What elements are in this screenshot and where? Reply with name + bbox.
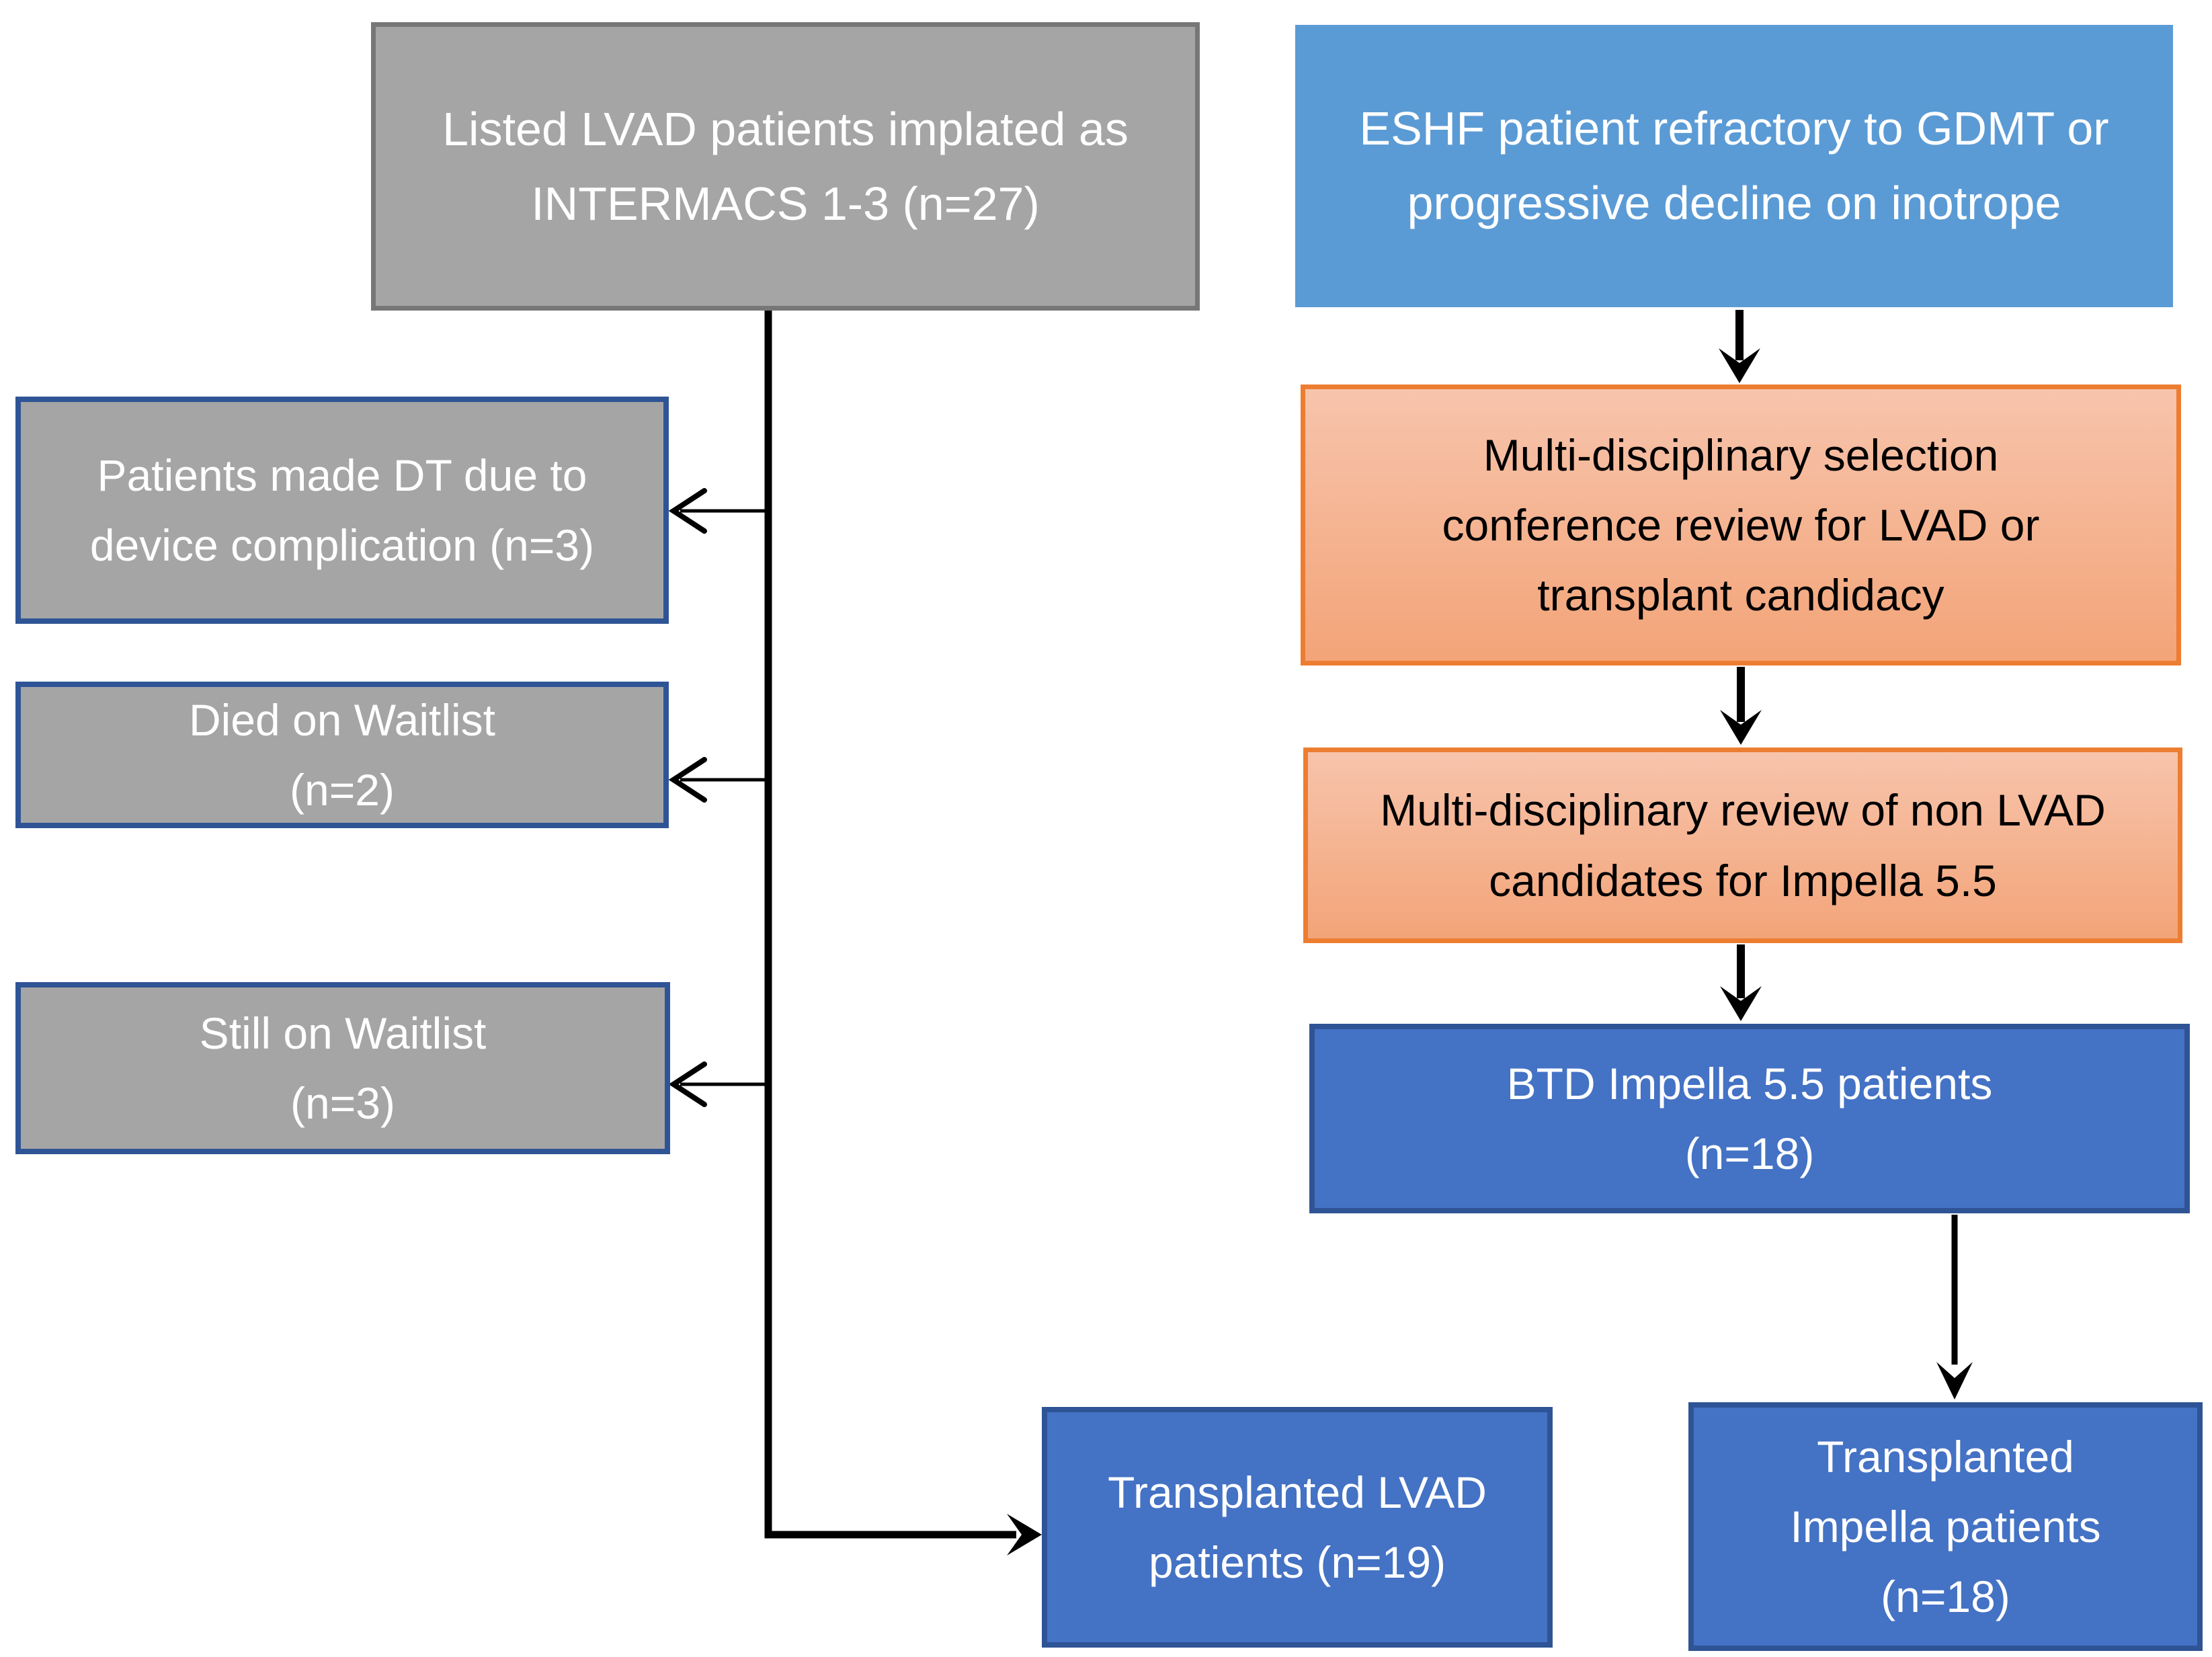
box-eshf-patient-text: ESHF patient refractory to GDMT or progr…: [1359, 102, 2109, 229]
arrowhead-left-icon: [668, 1061, 707, 1107]
box-listed-lvad-patients: Listed LVAD patients implated as INTERMA…: [371, 22, 1200, 311]
arrowhead-right-icon: [1007, 1514, 1042, 1555]
box-transplanted-impella: Transplanted Impella patients (n=18): [1688, 1402, 2203, 1651]
box-selection-conference: Multi-disciplinary selection conference …: [1301, 385, 2181, 665]
arrowhead-left-icon: [668, 757, 707, 803]
arrow-branch-dt: [668, 488, 772, 534]
box-patients-made-dt-text: Patients made DT due to device complicat…: [89, 450, 595, 570]
connector-listed-to-transplanted-lvad: [764, 311, 1042, 1555]
box-review-non-lvad: Multi-disciplinary review of non LVAD ca…: [1303, 747, 2182, 943]
arrow-eshf-to-selection: [1719, 310, 1760, 383]
box-listed-lvad-patients-text: Listed LVAD patients implated as INTERMA…: [442, 102, 1129, 230]
arrow-review-to-btd: [1720, 944, 1762, 1021]
arrow-btd-to-transplanted-impella: [1936, 1215, 1973, 1400]
box-transplanted-impella-text: Transplanted Impella patients (n=18): [1790, 1431, 2101, 1622]
box-review-non-lvad-text: Multi-disciplinary review of non LVAD ca…: [1380, 785, 2106, 905]
arrow-selection-to-review: [1720, 667, 1762, 745]
box-died-on-waitlist: Died on Waitlist (n=2): [15, 682, 669, 828]
box-died-on-waitlist-text: Died on Waitlist (n=2): [188, 694, 496, 815]
arrowhead-down-icon: [1936, 1362, 1973, 1400]
box-btd-impella: BTD Impella 5.5 patients (n=18): [1309, 1024, 2190, 1213]
box-patients-made-dt: Patients made DT due to device complicat…: [15, 397, 669, 624]
box-btd-impella-text: BTD Impella 5.5 patients (n=18): [1506, 1058, 1993, 1178]
arrowhead-down-icon: [1719, 348, 1760, 383]
box-selection-conference-text: Multi-disciplinary selection conference …: [1442, 430, 2040, 620]
arrow-branch-still: [668, 1061, 772, 1107]
arrowhead-down-icon: [1720, 710, 1762, 745]
arrowhead-down-icon: [1720, 986, 1762, 1021]
arrow-branch-died: [668, 757, 772, 803]
box-transplanted-lvad-text: Transplanted LVAD patients (n=19): [1108, 1467, 1487, 1587]
box-still-on-waitlist-text: Still on Waitlist (n=3): [199, 1008, 487, 1128]
arrowhead-left-icon: [668, 488, 707, 534]
box-transplanted-lvad: Transplanted LVAD patients (n=19): [1042, 1407, 1553, 1648]
box-still-on-waitlist: Still on Waitlist (n=3): [15, 982, 670, 1154]
box-eshf-patient: ESHF patient refractory to GDMT or progr…: [1295, 25, 2173, 307]
